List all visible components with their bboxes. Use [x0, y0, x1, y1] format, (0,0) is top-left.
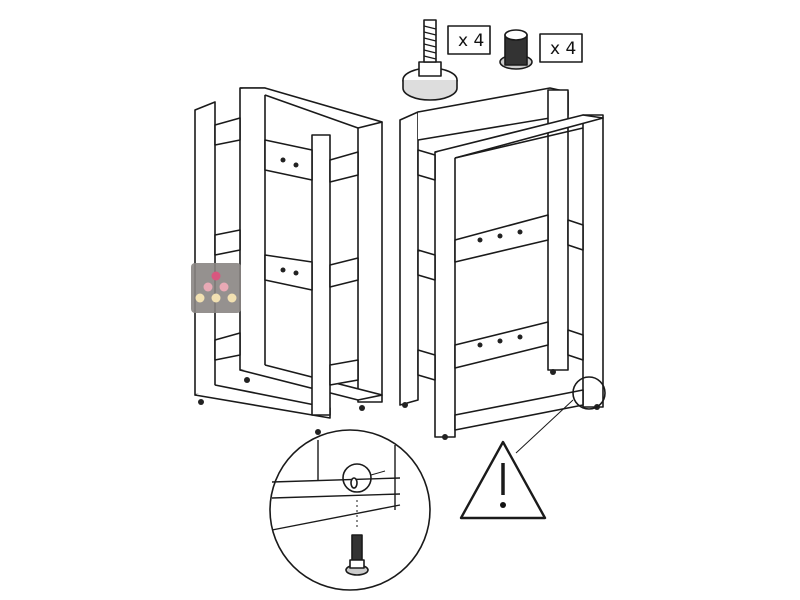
insert-qty-label: x 4 [550, 39, 576, 59]
threaded-insert-part [499, 29, 533, 70]
warning-icon [459, 440, 547, 520]
detail-magnified-view [269, 429, 431, 591]
brand-logo [191, 263, 241, 313]
detail-marker-circle [572, 376, 606, 410]
detail-leader-line [515, 399, 574, 454]
insert-qty-box [539, 33, 583, 63]
left-cabinet-frame [194, 87, 383, 435]
leveling-foot-part [402, 19, 458, 101]
foot-qty-box [447, 25, 491, 55]
foot-qty-label: x 4 [458, 31, 484, 51]
right-cabinet-frame [399, 87, 604, 440]
